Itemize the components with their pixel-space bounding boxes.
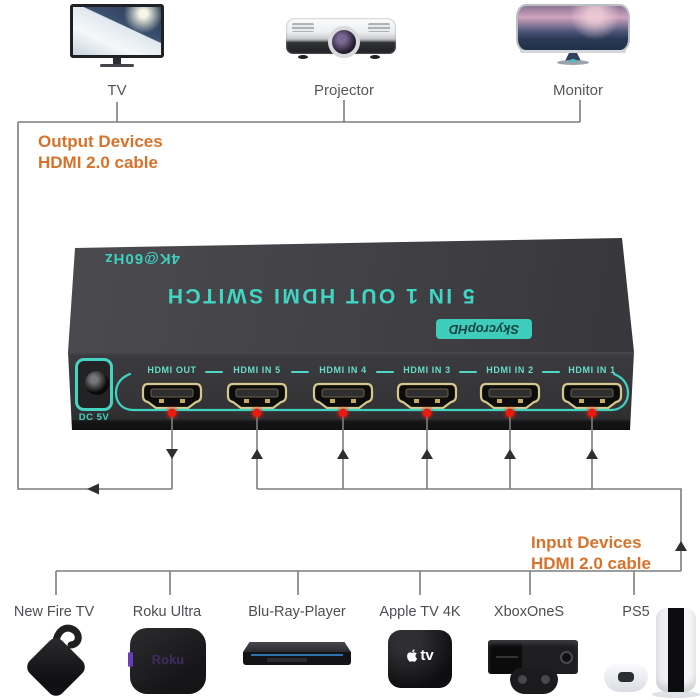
apple-tv-logo-text: tv (420, 647, 434, 664)
ps5-controller (604, 664, 648, 692)
xbox-image (488, 636, 578, 698)
input-devices-note: Input Devices HDMI 2.0 cable (531, 532, 651, 574)
hdmi-in5-port (226, 382, 288, 410)
label-new-fire-tv: New Fire TV (13, 604, 95, 620)
arrow-up-hdmi-in3 (421, 449, 433, 459)
projector-lens (328, 26, 360, 58)
label-projector: Projector (313, 82, 375, 99)
port-label-hdmi-in5: HDMI IN 5 (233, 365, 281, 375)
apple-tv-image: tv (388, 630, 452, 688)
arrow-up-from-inputs (675, 541, 687, 551)
hdmi-in4-port (312, 382, 374, 410)
blu-ray-player-image (243, 642, 351, 672)
projector-image (284, 14, 398, 64)
label-monitor: Monitor (552, 82, 604, 99)
label-apple-tv-4k: Apple TV 4K (379, 604, 461, 620)
tv-screen (70, 4, 164, 58)
switch-top-surface: 4K@60Hz 5 IN 1 OUT HDMI SWITCH SkycropHD (68, 238, 634, 352)
switch-4k-label: 4K@60Hz (104, 250, 180, 267)
arrow-left-to-outputs (87, 483, 99, 495)
output-devices-note: Output Devices HDMI 2.0 cable (38, 131, 163, 173)
arrow-up-hdmi-in5 (251, 449, 263, 459)
switch-front-panel: DC 5V HDMI OUT HDMI IN 5 HDMI IN 4 HDMI … (68, 352, 634, 430)
label-tv: TV (107, 82, 127, 99)
monitor-image (516, 4, 632, 68)
label-blu-ray-player: Blu-Ray-Player (248, 604, 346, 620)
ps5-image (604, 608, 700, 700)
roku-ultra-image: Roku (128, 628, 206, 694)
port-label-hdmi-in2: HDMI IN 2 (486, 365, 534, 375)
arrow-up-hdmi-in4 (337, 449, 349, 459)
label-ps5: PS5 (622, 604, 650, 620)
xbox-controller (510, 668, 558, 694)
hdmi-in1-port (561, 382, 623, 410)
hdmi-in3-port (396, 382, 458, 410)
input-note-line1: Input Devices (531, 533, 642, 552)
brand-logo-text: SkycropHD (448, 321, 520, 337)
output-note-line1: Output Devices (38, 132, 163, 151)
arrow-down-hdmi-out (166, 449, 178, 459)
switch-title-label: 5 IN 1 OUT HDMI SWITCH (165, 284, 475, 307)
apple-logo-icon (407, 649, 418, 662)
port-bracket-and-indicators (114, 372, 630, 420)
label-xbox-one-s: XboxOneS (493, 604, 565, 620)
arrow-up-hdmi-in2 (504, 449, 516, 459)
output-note-line2: HDMI 2.0 cable (38, 153, 158, 172)
hdmi-in2-port (479, 382, 541, 410)
tv-image (70, 4, 164, 68)
port-label-hdmi-in4: HDMI IN 4 (319, 365, 367, 375)
brand-logo: SkycropHD (436, 319, 532, 339)
port-label-hdmi-in3: HDMI IN 3 (403, 365, 451, 375)
arrow-up-hdmi-in1 (586, 449, 598, 459)
port-label-hdmi-in1: HDMI IN 1 (568, 365, 616, 375)
fire-tv-image (23, 622, 90, 700)
red-indicator-dots (165, 406, 599, 420)
roku-logo-text: Roku (151, 652, 185, 667)
label-roku-ultra: Roku Ultra (132, 604, 202, 620)
input-note-line2: HDMI 2.0 cable (531, 554, 651, 573)
